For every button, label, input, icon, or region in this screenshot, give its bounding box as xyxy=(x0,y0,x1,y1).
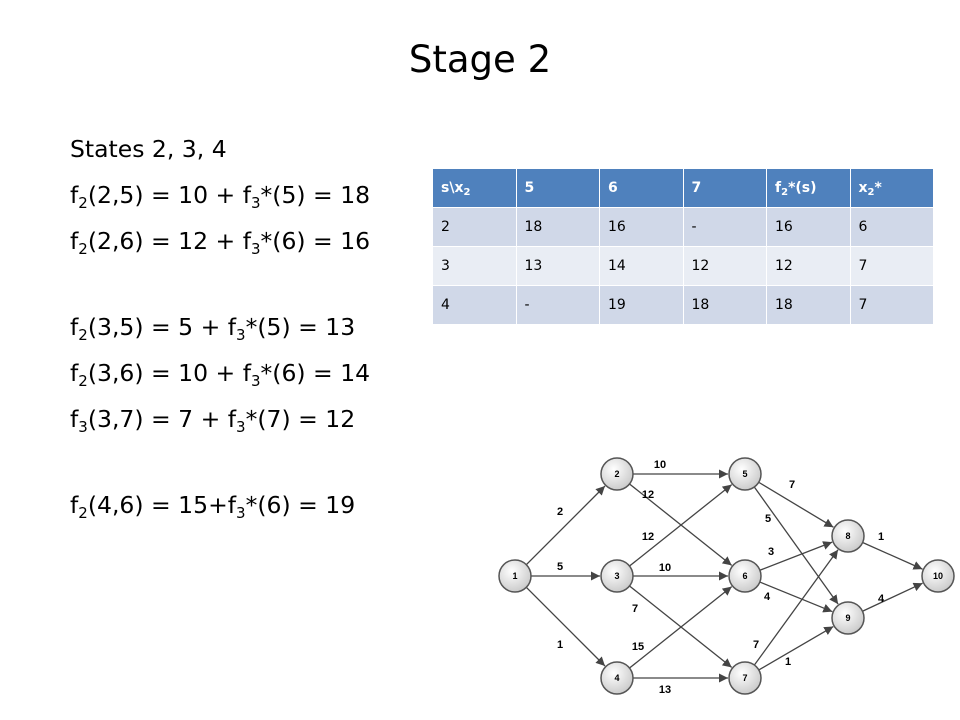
edge-weight-label: 10 xyxy=(659,562,671,574)
equation-list: States 2, 3, 4 f2(2,5) = 10 + f3*(5) = 1… xyxy=(70,126,370,528)
node-7: 7 xyxy=(728,661,762,695)
node-label: 4 xyxy=(614,673,619,683)
edge-weight-label: 1 xyxy=(785,656,791,668)
edge-weight-label: 13 xyxy=(659,684,671,696)
table-header-cell: f2*(s) xyxy=(766,168,851,208)
node-10: 10 xyxy=(921,559,955,593)
table-header-row: s\x2 5 6 7 f2*(s) x2* xyxy=(432,168,934,208)
table-cell: - xyxy=(515,285,600,325)
table-cell: 6 xyxy=(849,207,934,247)
edge-4-6 xyxy=(629,586,733,669)
node-5: 5 xyxy=(728,457,762,491)
node-label: 6 xyxy=(742,571,747,581)
node-circle xyxy=(921,559,955,593)
table-cell: 16 xyxy=(766,207,851,247)
edge-7-9 xyxy=(758,625,834,671)
edge-weight-label: 7 xyxy=(789,479,795,491)
edge-weight-label: 1 xyxy=(878,531,884,543)
edge-weight-label: 10 xyxy=(654,459,666,471)
node-circle xyxy=(600,457,634,491)
node-circle xyxy=(728,559,762,593)
edge-5-9 xyxy=(753,486,839,605)
table-cell: 18 xyxy=(766,285,851,325)
node-label: 10 xyxy=(933,571,943,581)
table-header-cell: 6 xyxy=(599,168,684,208)
equation-line: f2(2,6) = 12 + f3*(6) = 16 xyxy=(70,227,371,258)
equation-line: f2(3,6) = 10 + f3*(6) = 14 xyxy=(70,359,371,390)
edge-3-5 xyxy=(629,484,733,567)
edge-weight-label: 15 xyxy=(632,641,644,653)
table-cell: 12 xyxy=(766,246,851,286)
node-circle xyxy=(831,519,865,553)
table-cell: 13 xyxy=(515,246,600,286)
table-cell: 19 xyxy=(599,285,684,325)
edge-1-4 xyxy=(525,586,606,667)
table-row: 2 18 16 - 16 6 xyxy=(432,207,934,247)
edge-weight-label: 4 xyxy=(878,593,885,605)
edge-9-10 xyxy=(862,582,923,612)
node-circle xyxy=(728,457,762,491)
table-cell: 18 xyxy=(682,285,767,325)
edge-6-8 xyxy=(759,541,833,571)
edge-5-8 xyxy=(758,481,834,528)
table-header-cell: 5 xyxy=(515,168,600,208)
table-cell: 2 xyxy=(432,207,517,247)
edge-weight-label: 5 xyxy=(765,513,771,525)
node-label: 5 xyxy=(742,469,747,479)
edge-weight-label: 1 xyxy=(557,639,563,651)
equation-line: f2(2,5) = 10 + f3*(5) = 18 xyxy=(70,181,371,212)
table-cell: 3 xyxy=(432,246,517,286)
edge-weight-label: 2 xyxy=(557,506,563,518)
equation-line: f2(3,5) = 5 + f3*(5) = 13 xyxy=(70,313,356,344)
edge-1-2 xyxy=(525,485,606,566)
table-cell: 4 xyxy=(432,285,517,325)
slide-title: Stage 2 xyxy=(408,38,552,81)
table-row: 4 - 19 18 18 7 xyxy=(432,285,934,325)
table-cell: 18 xyxy=(515,207,600,247)
table-header-cell: s\x2 xyxy=(432,168,517,208)
node-label: 1 xyxy=(512,571,517,581)
node-label: 8 xyxy=(845,531,850,541)
node-9: 9 xyxy=(831,601,865,635)
table-header-cell: 7 xyxy=(682,168,767,208)
table-cell: 7 xyxy=(849,285,934,325)
edge-6-9 xyxy=(759,581,833,613)
edge-weight-label: 12 xyxy=(642,489,654,501)
node-3: 3 xyxy=(600,559,634,593)
edge-weight-label: 5 xyxy=(557,561,563,573)
node-8: 8 xyxy=(831,519,865,553)
edge-weight-label: 3 xyxy=(768,546,774,558)
table-row: 3 13 14 12 12 7 xyxy=(432,246,934,286)
equation-line: f2(4,6) = 15+f3*(6) = 19 xyxy=(70,491,356,522)
edge-weight-label: 12 xyxy=(642,531,654,543)
node-2: 2 xyxy=(600,457,634,491)
table-cell: 12 xyxy=(682,246,767,286)
table-cell: 16 xyxy=(599,207,684,247)
node-6: 6 xyxy=(728,559,762,593)
node-circle xyxy=(498,559,532,593)
edge-weight-label: 4 xyxy=(764,591,771,603)
node-label: 7 xyxy=(742,673,747,683)
node-circle xyxy=(728,661,762,695)
table-header-cell: x2* xyxy=(849,168,934,208)
table-cell: - xyxy=(682,207,767,247)
node-4: 4 xyxy=(600,661,634,695)
edge-weight-label: 7 xyxy=(632,603,638,615)
edge-8-10 xyxy=(862,541,923,570)
equation-line: f3(3,7) = 7 + f3*(7) = 12 xyxy=(70,405,356,436)
node-circle xyxy=(600,661,634,695)
table-cell: 14 xyxy=(599,246,684,286)
stage-table: s\x2 5 6 7 f2*(s) x2* 2 18 16 - 16 6 3 1… xyxy=(432,168,934,325)
states-line: States 2, 3, 4 xyxy=(70,135,227,163)
node-circle xyxy=(831,601,865,635)
edge-7-8 xyxy=(753,549,839,666)
node-label: 2 xyxy=(614,469,619,479)
node-circle xyxy=(600,559,634,593)
node-label: 9 xyxy=(845,613,850,623)
node-1: 1 xyxy=(498,559,532,593)
edge-weight-label: 7 xyxy=(753,639,759,651)
table-cell: 7 xyxy=(849,246,934,286)
node-label: 3 xyxy=(614,571,619,581)
